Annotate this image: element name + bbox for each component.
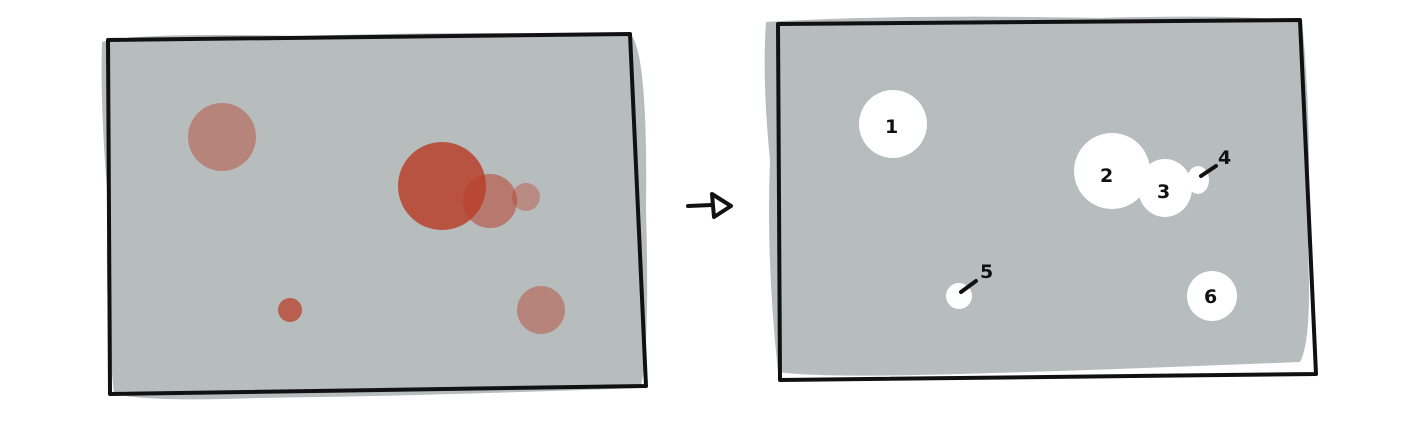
arrow-right-icon bbox=[686, 192, 733, 219]
right-panel-frame bbox=[776, 18, 1318, 382]
hole-1 bbox=[859, 90, 927, 158]
hole-4 bbox=[1187, 166, 1209, 194]
blob-3 bbox=[463, 174, 517, 228]
leader-line-4 bbox=[1199, 164, 1218, 178]
blob-1 bbox=[188, 103, 256, 171]
hole-6 bbox=[1187, 271, 1237, 321]
label-5: 5 bbox=[980, 261, 993, 283]
label-4: 4 bbox=[1218, 147, 1231, 169]
blob-5 bbox=[278, 298, 302, 322]
blob-4 bbox=[512, 183, 540, 211]
label-6: 6 bbox=[1204, 286, 1217, 308]
right-panel: 1 2 3 4 5 6 bbox=[764, 16, 1318, 382]
blob-6 bbox=[517, 286, 565, 334]
label-3: 3 bbox=[1157, 181, 1170, 203]
label-2: 2 bbox=[1100, 165, 1113, 187]
leader-line-5 bbox=[959, 279, 978, 294]
left-panel bbox=[101, 32, 648, 400]
hole-group bbox=[859, 90, 1237, 321]
left-panel-frame bbox=[106, 32, 648, 396]
hole-2 bbox=[1074, 133, 1150, 209]
blob-group bbox=[188, 103, 565, 334]
left-panel-fill bbox=[101, 33, 648, 400]
right-panel-fill bbox=[764, 16, 1310, 376]
hole-3 bbox=[1138, 159, 1192, 217]
label-1: 1 bbox=[885, 116, 898, 138]
